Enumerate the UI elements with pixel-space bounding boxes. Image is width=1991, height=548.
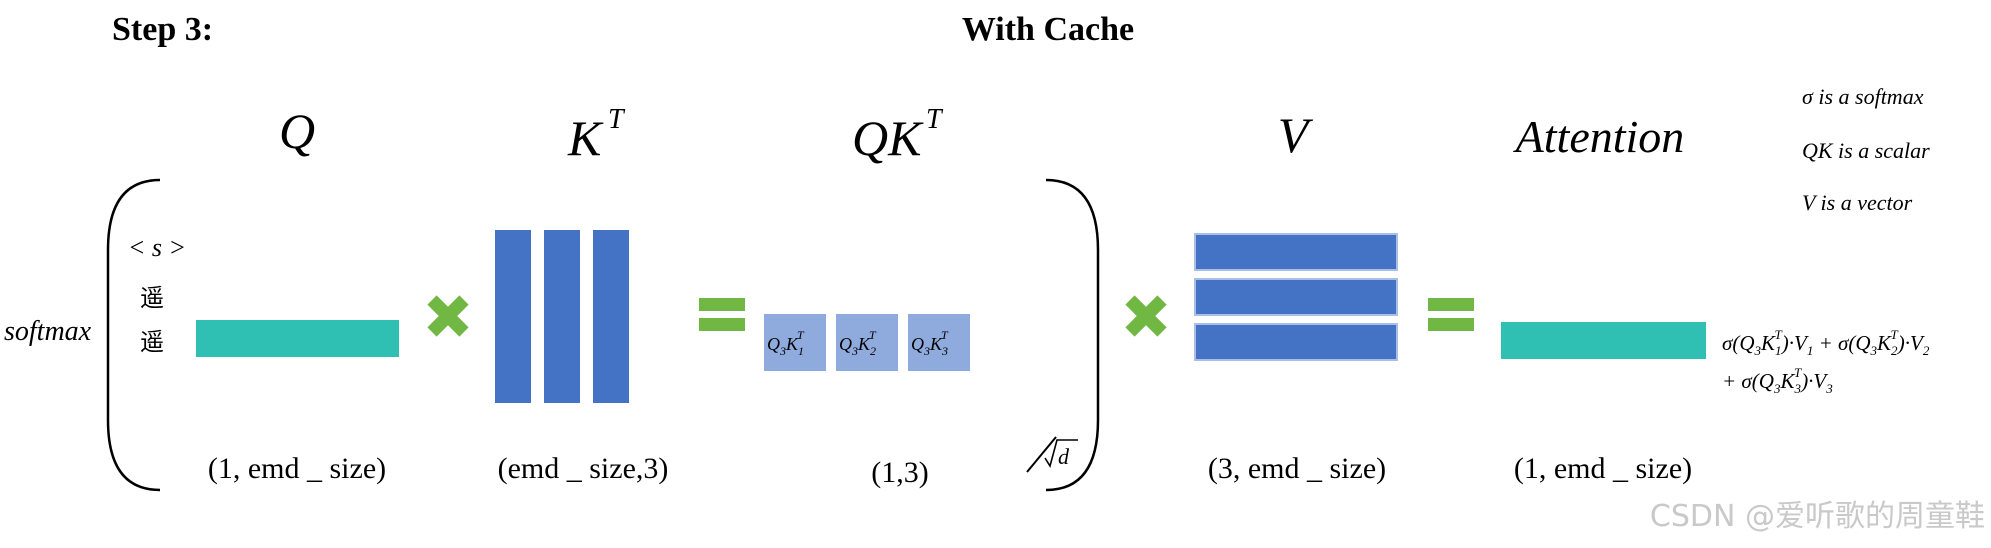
q-vector-bar xyxy=(196,320,399,357)
formula-line-1: σ(Q3K1T)·V1 + σ(Q3K2T)·V2 xyxy=(1722,327,1930,358)
qk-cell-2-q: Q xyxy=(839,334,852,354)
divide-sqrt-d: d xyxy=(1026,436,1078,473)
qk-cell-1-k: K xyxy=(785,334,799,354)
qk-cell-3-ki: 3 xyxy=(941,344,948,358)
kt-column-1 xyxy=(495,230,531,403)
token-2: 遥 xyxy=(140,329,164,356)
multiply-icon-1 xyxy=(427,295,469,337)
softmax-label: softmax xyxy=(4,316,92,347)
qk-cell-1-qi: 3 xyxy=(779,344,786,358)
qkt-heading: QK T xyxy=(852,104,944,166)
qk-cell-2-qi: 3 xyxy=(851,344,858,358)
qk-cell-2-sup: T xyxy=(869,328,877,342)
qk-cell-3: Q3K3T xyxy=(908,314,970,371)
right-paren xyxy=(1045,178,1100,492)
qk-cell-1: Q3K1 T xyxy=(764,314,826,371)
note-qk: QK is a scalar xyxy=(1802,138,1930,163)
attention-formula: σ(Q3K1T)·V1 + σ(Q3K2T)·V2 + σ(Q3K3T)·V3 xyxy=(1722,327,1930,396)
kt-heading-k: K xyxy=(567,110,604,166)
token-1: 遥 xyxy=(140,285,164,312)
svg-text:Q3K2T: Q3K2 T xyxy=(839,328,877,358)
divide-slash xyxy=(1026,436,1057,473)
equals-icon-1 xyxy=(699,298,745,331)
attention-vector-bar xyxy=(1501,322,1706,359)
note-sigma: σ is a softmax xyxy=(1802,84,1924,109)
qk-cell-1-q: Q xyxy=(767,334,780,354)
kt-heading-sup: T xyxy=(608,104,626,135)
note-v: V is a vector xyxy=(1802,190,1913,215)
multiply-icon-2 xyxy=(1125,295,1167,337)
v-shape-label: (3, emd _ size) xyxy=(1208,452,1386,485)
svg-text:Q3K1T: Q3K1 T xyxy=(767,328,805,358)
qk-cell-3-sup: T xyxy=(941,328,949,342)
qk-cell-2-ki: 2 xyxy=(870,344,876,358)
qk-cell-2: Q3K2 T xyxy=(836,314,898,371)
kt-heading: K T xyxy=(567,104,626,166)
kt-column-2 xyxy=(544,230,580,403)
qk-cell-3-k: K xyxy=(929,334,943,354)
kt-shape-label: (emd _ size,3) xyxy=(498,452,669,485)
token-start: < s > xyxy=(128,233,186,262)
kt-column-3 xyxy=(593,230,629,403)
qkt-heading-qk: QK xyxy=(852,110,924,166)
equals-icon-2 xyxy=(1428,298,1474,331)
v-row-2 xyxy=(1194,278,1398,316)
qk-cells: Q3K1T Q3K2T Q3K3T xyxy=(764,314,970,371)
step-label: Step 3: xyxy=(112,11,213,48)
diagram-title: With Cache xyxy=(962,11,1134,48)
q-heading: Q xyxy=(279,103,315,159)
qk-cell-3-qi: 3 xyxy=(923,344,930,358)
qkt-heading-sup: T xyxy=(926,104,944,135)
watermark: CSDN @爱听歌的周童鞋 xyxy=(1650,499,1985,534)
qk-cell-3-q: Q xyxy=(911,334,924,354)
qkt-shape-label: (1,3) xyxy=(871,456,928,489)
qk-cell-1-sup: T xyxy=(797,328,805,342)
attention-shape-label: (1, emd _ size) xyxy=(1514,452,1692,485)
attention-heading: Attention xyxy=(1513,111,1685,162)
formula-line-2: + σ(Q3K3T)·V3 xyxy=(1722,365,1833,396)
v-row-1 xyxy=(1194,233,1398,271)
sqrt-symbol xyxy=(1044,439,1078,468)
qk-cell-2-k: K xyxy=(857,334,871,354)
svg-text:Q3K3T: Q3K3T xyxy=(911,328,949,358)
left-paren xyxy=(106,178,161,492)
q-shape-label: (1, emd _ size) xyxy=(208,452,386,485)
qk-cell-1-ki: 1 xyxy=(798,344,804,358)
v-row-3 xyxy=(1194,323,1398,361)
v-heading: V xyxy=(1278,107,1314,163)
sqrt-d-label: d xyxy=(1058,444,1070,469)
